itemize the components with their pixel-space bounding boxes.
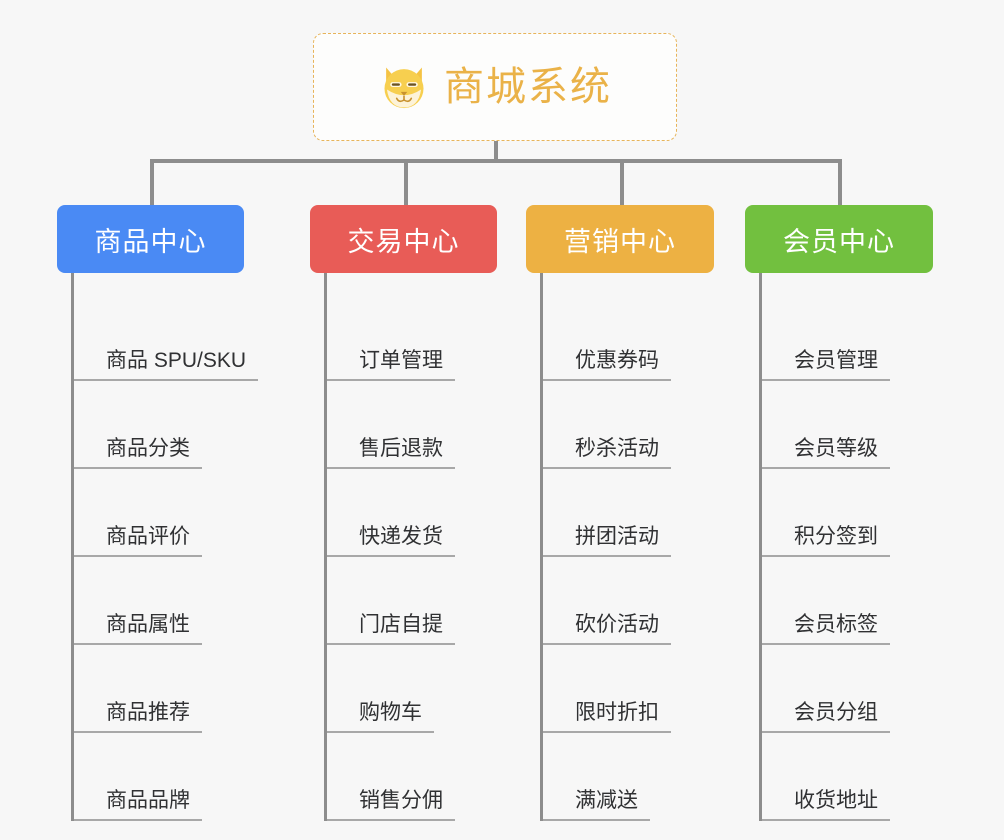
connector-spine-stub-2 bbox=[540, 273, 543, 295]
list-item[interactable]: 售后退款 bbox=[327, 381, 455, 469]
list-item[interactable]: 商品属性 bbox=[74, 557, 258, 645]
leaf-label: 门店自提 bbox=[327, 613, 455, 645]
connector-drop-3 bbox=[838, 159, 842, 207]
leaf-list-trade: 订单管理 售后退款 快递发货 门店自提 购物车 销售分佣 bbox=[324, 293, 455, 821]
category-header-member[interactable]: 会员中心 bbox=[745, 205, 933, 273]
leaf-label: 收货地址 bbox=[762, 789, 890, 821]
leaf-label: 快递发货 bbox=[327, 525, 455, 557]
leaf-label: 限时折扣 bbox=[543, 701, 671, 733]
list-item[interactable]: 会员分组 bbox=[762, 645, 890, 733]
category-column-product: 商品中心 商品 SPU/SKU 商品分类 商品评价 商品属性 商品推荐 商品品牌 bbox=[57, 205, 259, 821]
connector-spine-stub-1 bbox=[324, 273, 327, 295]
connector-drop-2 bbox=[620, 159, 624, 207]
list-item[interactable]: 商品推荐 bbox=[74, 645, 258, 733]
list-item[interactable]: 商品分类 bbox=[74, 381, 258, 469]
leaf-label: 销售分佣 bbox=[327, 789, 455, 821]
connector-spine-stub-0 bbox=[71, 273, 74, 295]
leaf-label: 会员标签 bbox=[762, 613, 890, 645]
list-item[interactable]: 销售分佣 bbox=[327, 733, 455, 821]
list-item[interactable]: 砍价活动 bbox=[543, 557, 671, 645]
category-label: 营销中心 bbox=[564, 226, 676, 257]
list-item[interactable]: 订单管理 bbox=[327, 293, 455, 381]
leaf-label: 售后退款 bbox=[327, 437, 455, 469]
leaf-label: 积分签到 bbox=[762, 525, 890, 557]
list-item[interactable]: 收货地址 bbox=[762, 733, 890, 821]
leaf-list-product: 商品 SPU/SKU 商品分类 商品评价 商品属性 商品推荐 商品品牌 bbox=[71, 293, 259, 821]
leaf-label: 商品评价 bbox=[74, 525, 202, 557]
leaf-label: 商品分类 bbox=[74, 437, 202, 469]
root-title: 商城系统 bbox=[444, 65, 612, 109]
list-item[interactable]: 商品评价 bbox=[74, 469, 258, 557]
root-node[interactable]: 商城系统 bbox=[313, 33, 677, 141]
list-item[interactable]: 会员标签 bbox=[762, 557, 890, 645]
category-label: 交易中心 bbox=[347, 226, 460, 257]
category-label: 商品中心 bbox=[94, 226, 207, 257]
category-header-marketing[interactable]: 营销中心 bbox=[526, 205, 714, 273]
list-item[interactable]: 快递发货 bbox=[327, 469, 455, 557]
shiba-dog-face-icon bbox=[378, 61, 430, 113]
leaf-label: 商品推荐 bbox=[74, 701, 202, 733]
leaf-label: 商品属性 bbox=[74, 613, 202, 645]
leaf-list-member: 会员管理 会员等级 积分签到 会员标签 会员分组 收货地址 bbox=[759, 293, 890, 821]
connector-drop-0 bbox=[150, 159, 154, 207]
list-item[interactable]: 会员管理 bbox=[762, 293, 890, 381]
leaf-label: 满减送 bbox=[543, 789, 650, 821]
list-item[interactable]: 商品品牌 bbox=[74, 733, 258, 821]
leaf-label: 优惠券码 bbox=[543, 349, 671, 381]
list-item[interactable]: 优惠券码 bbox=[543, 293, 671, 381]
list-item[interactable]: 满减送 bbox=[543, 733, 671, 821]
leaf-label: 订单管理 bbox=[327, 349, 455, 381]
list-item[interactable]: 商品 SPU/SKU bbox=[74, 293, 259, 381]
leaf-label: 秒杀活动 bbox=[543, 437, 671, 469]
connector-horizontal-bus bbox=[150, 159, 840, 163]
leaf-label: 拼团活动 bbox=[543, 525, 671, 557]
leaf-list-marketing: 优惠券码 秒杀活动 拼团活动 砍价活动 限时折扣 满减送 bbox=[540, 293, 671, 821]
leaf-label: 商品 SPU/SKU bbox=[74, 349, 259, 381]
category-label: 会员中心 bbox=[783, 226, 895, 257]
leaf-label: 购物车 bbox=[327, 701, 434, 733]
connector-root-stem bbox=[494, 141, 498, 163]
leaf-label: 会员管理 bbox=[762, 349, 890, 381]
connector-drop-1 bbox=[404, 159, 408, 207]
list-item[interactable]: 限时折扣 bbox=[543, 645, 671, 733]
leaf-label: 会员分组 bbox=[762, 701, 890, 733]
category-column-member: 会员中心 会员管理 会员等级 积分签到 会员标签 会员分组 收货地址 bbox=[745, 205, 933, 821]
list-item[interactable]: 拼团活动 bbox=[543, 469, 671, 557]
list-item[interactable]: 会员等级 bbox=[762, 381, 890, 469]
category-header-trade[interactable]: 交易中心 bbox=[310, 205, 497, 273]
leaf-label: 砍价活动 bbox=[543, 613, 671, 645]
category-column-trade: 交易中心 订单管理 售后退款 快递发货 门店自提 购物车 销售分佣 bbox=[310, 205, 497, 821]
list-item[interactable]: 秒杀活动 bbox=[543, 381, 671, 469]
category-column-marketing: 营销中心 优惠券码 秒杀活动 拼团活动 砍价活动 限时折扣 满减送 bbox=[526, 205, 714, 821]
category-header-product[interactable]: 商品中心 bbox=[57, 205, 244, 273]
leaf-label: 商品品牌 bbox=[74, 789, 202, 821]
connector-spine-stub-3 bbox=[759, 273, 762, 295]
list-item[interactable]: 积分签到 bbox=[762, 469, 890, 557]
list-item[interactable]: 门店自提 bbox=[327, 557, 455, 645]
list-item[interactable]: 购物车 bbox=[327, 645, 455, 733]
leaf-label: 会员等级 bbox=[762, 437, 890, 469]
